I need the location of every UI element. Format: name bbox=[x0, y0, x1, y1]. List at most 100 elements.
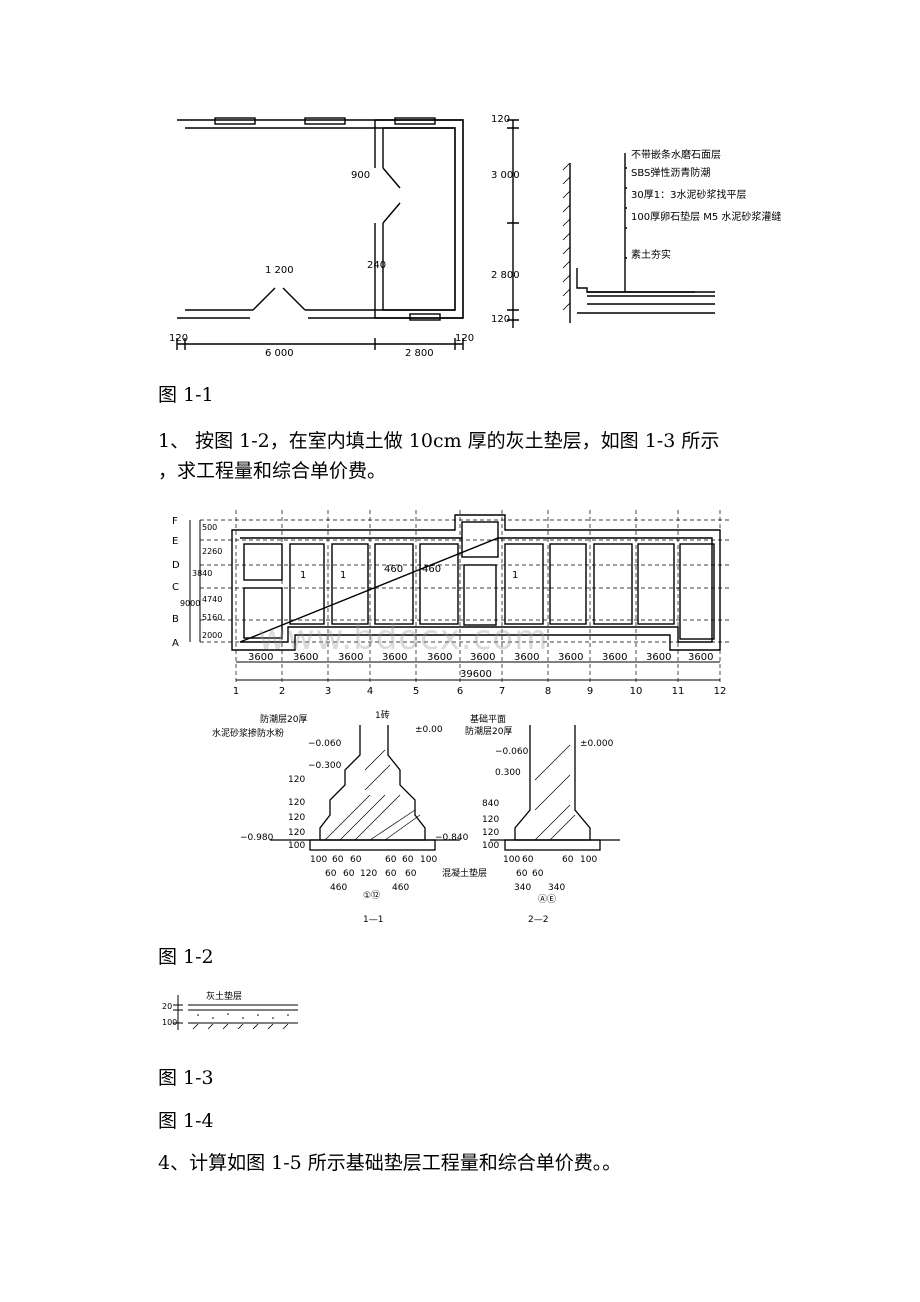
dim-3840: 3840 bbox=[192, 569, 212, 578]
s1-base-5: 60 bbox=[402, 855, 414, 865]
axis-E: E bbox=[172, 536, 178, 547]
s2-step-3: 100 bbox=[482, 841, 499, 851]
s1-base2-5: 60 bbox=[405, 869, 417, 879]
dim-6000: 6 000 bbox=[265, 348, 294, 359]
s1-base-1: 100 bbox=[310, 855, 327, 865]
bay-5: 3600 bbox=[427, 652, 452, 663]
s1-base2-1: 60 bbox=[325, 869, 337, 879]
s2-base-2: 60 bbox=[522, 855, 534, 865]
s2-base-1: 100 bbox=[503, 855, 520, 865]
dim-r-3000: 3 000 bbox=[491, 170, 520, 181]
s2-base2-1: 60 bbox=[516, 869, 528, 879]
s1-level-3: −0.300 bbox=[308, 761, 342, 771]
dim-2800: 2 800 bbox=[405, 348, 434, 359]
s2-step-1: 120 bbox=[482, 815, 499, 825]
layer-1: 不带嵌条水磨石面层 bbox=[631, 148, 721, 161]
axis-9: 9 bbox=[587, 686, 593, 697]
dim-total: 39600 bbox=[460, 669, 492, 680]
layer-3: 30厚1：3水泥砂浆找平层 bbox=[631, 188, 746, 201]
s1-base2-2: 60 bbox=[343, 869, 355, 879]
layer-4: 100厚卵石垫层 M5 水泥砂浆灌缝 bbox=[631, 210, 781, 223]
bay-8: 3600 bbox=[558, 652, 583, 663]
s1-axes: ①⑫ bbox=[363, 890, 380, 901]
bay-4: 3600 bbox=[382, 652, 407, 663]
s1-base2-4: 60 bbox=[385, 869, 397, 879]
s2-title: 2—2 bbox=[528, 915, 548, 925]
axis-A: A bbox=[172, 638, 179, 649]
caption-fig-1-1: 图 1-1 bbox=[158, 384, 214, 406]
dim-20: 20 bbox=[162, 1002, 172, 1011]
bay-3: 3600 bbox=[338, 652, 363, 663]
s1-level-2: ±0.00 bbox=[415, 725, 443, 735]
concrete-pad-label: 混凝土垫层 bbox=[442, 867, 487, 879]
room-mark-1a: 1 bbox=[340, 570, 346, 581]
s1-base-3: 60 bbox=[350, 855, 362, 865]
layer-5: 素土夯实 bbox=[631, 248, 671, 261]
s1-half-b: 460 bbox=[392, 883, 409, 893]
s2-level-3: 0.300 bbox=[495, 768, 521, 778]
s1-half-a: 460 bbox=[330, 883, 347, 893]
axis-F: F bbox=[172, 516, 178, 527]
room-mark-1c: 1 bbox=[300, 570, 306, 581]
axis-7: 7 bbox=[499, 686, 505, 697]
s1-step-3: 120 bbox=[288, 813, 305, 823]
caption-fig-1-2: 图 1-2 bbox=[158, 946, 214, 968]
s2-height: 840 bbox=[482, 799, 499, 809]
layer-2: SBS弹性沥青防潮 bbox=[631, 166, 710, 179]
caption-fig-1-4: 图 1-4 bbox=[158, 1110, 214, 1132]
dim-100: 100 bbox=[162, 1018, 177, 1027]
s2-axes: ⒶⒺ bbox=[538, 894, 556, 905]
bay-10: 3600 bbox=[646, 652, 671, 663]
question-1-line-2: ，求工程量和综合单价费。 bbox=[158, 460, 387, 482]
question-4: 4、计算如图 1-5 所示基础垫层工程量和综合单价费。。 bbox=[158, 1152, 622, 1174]
s1-note-2: 水泥砂浆掺防水粉 bbox=[212, 727, 284, 739]
axis-12: 12 bbox=[714, 686, 727, 697]
s2-level-1: −0.060 bbox=[495, 747, 529, 757]
dim-r-2800: 2 800 bbox=[491, 270, 520, 281]
dim-5160: 5160 bbox=[202, 613, 222, 622]
bay-6: 3600 bbox=[470, 652, 495, 663]
s1-level-1: −0.060 bbox=[308, 739, 342, 749]
s2-base-3: 60 bbox=[562, 855, 574, 865]
figure-1-2: F E D C B A 500 2260 3840 4740 5160 9000… bbox=[172, 510, 730, 925]
s1-level-4: −0.980 bbox=[240, 833, 274, 843]
dim-4740: 4740 bbox=[202, 595, 222, 604]
s1-base-2: 60 bbox=[332, 855, 344, 865]
figure-1-3: 灰土垫层 100 20 bbox=[162, 990, 298, 1030]
bay-2: 3600 bbox=[293, 652, 318, 663]
dim-120-a: 120 bbox=[169, 333, 188, 344]
s1-note-1: 防潮层20厚 bbox=[260, 713, 307, 725]
axis-11: 11 bbox=[672, 686, 685, 697]
bay-7: 3600 bbox=[514, 652, 539, 663]
figure-1-1: 120 6 000 2 800 120 1 200 240 900 120 3 … bbox=[169, 114, 781, 359]
s2-level-4: −0.840 bbox=[435, 833, 469, 843]
dim-900: 900 bbox=[351, 170, 370, 181]
s1-step-5: 100 bbox=[288, 841, 305, 851]
wall-460b: 460 bbox=[422, 564, 441, 575]
dim-2260: 2260 bbox=[202, 547, 222, 556]
s2-note-2: 防潮层20厚 bbox=[465, 725, 512, 737]
dim-r-120b: 120 bbox=[491, 314, 510, 325]
dim-wall: 240 bbox=[367, 260, 386, 271]
bay-11: 3600 bbox=[688, 652, 713, 663]
s1-step-1: 120 bbox=[288, 775, 305, 785]
question-1-line-1: 1、 按图 1-2，在室内填土做 10cm 厚的灰土垫层，如图 1-3 所示 bbox=[158, 430, 720, 452]
s2-note-1: 基础平面 bbox=[470, 713, 506, 725]
dim-500: 500 bbox=[202, 523, 217, 532]
room-mark-1b: 1 bbox=[512, 570, 518, 581]
axis-5: 5 bbox=[413, 686, 419, 697]
axis-B: B bbox=[172, 614, 179, 625]
s1-step-4: 120 bbox=[288, 828, 305, 838]
s1-title: 1—1 bbox=[363, 915, 383, 925]
caption-fig-1-3: 图 1-3 bbox=[158, 1067, 214, 1089]
s2-base-4: 100 bbox=[580, 855, 597, 865]
dim-door: 1 200 bbox=[265, 265, 294, 276]
dim-9000: 9000 bbox=[180, 599, 200, 608]
dim-r-120: 120 bbox=[491, 114, 510, 125]
axis-2: 2 bbox=[279, 686, 285, 697]
s2-base2-2: 60 bbox=[532, 869, 544, 879]
dim-120-b: 120 bbox=[455, 333, 474, 344]
lime-soil-label: 灰土垫层 bbox=[206, 990, 242, 1002]
s2-half-a: 340 bbox=[514, 883, 531, 893]
s1-note-3: 1砖 bbox=[375, 709, 390, 721]
